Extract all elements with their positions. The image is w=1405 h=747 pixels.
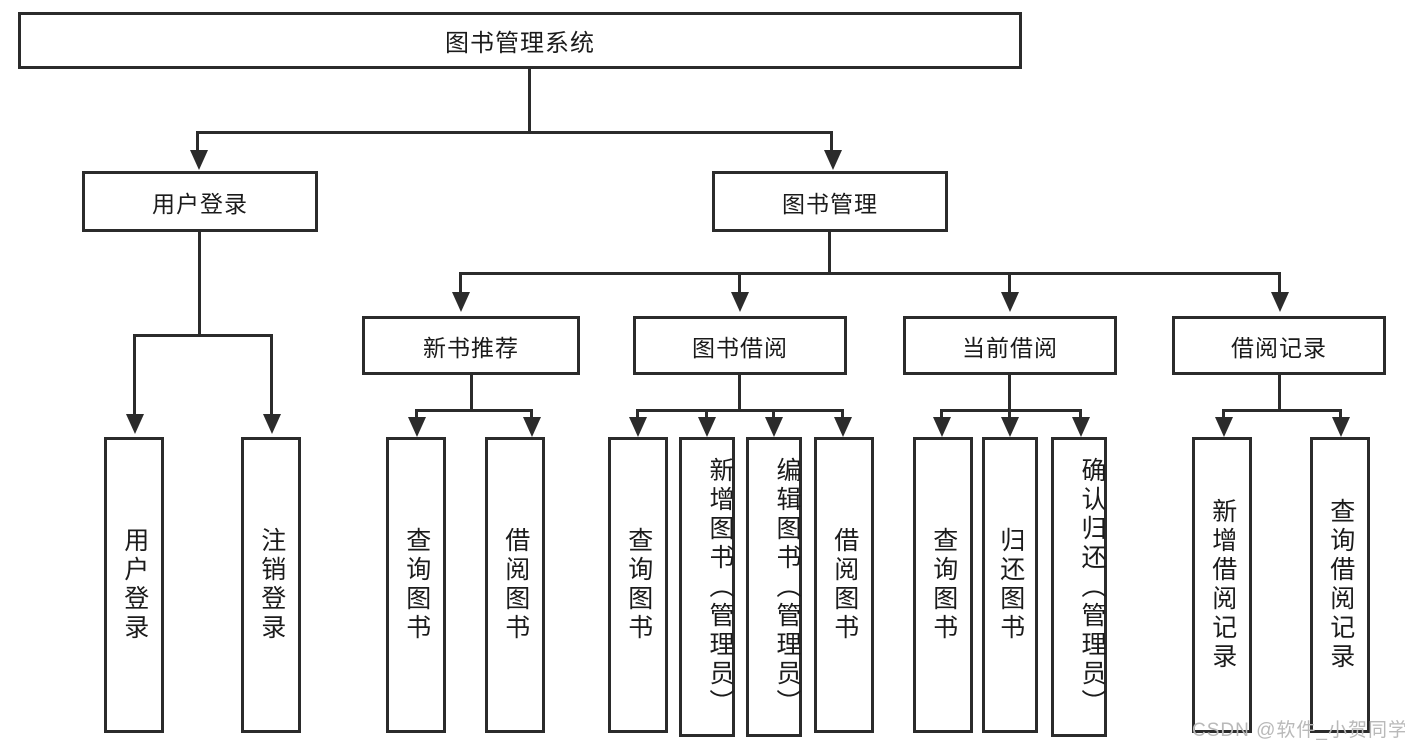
leaf-bb-add-book[interactable]: 新增图书（管理员） <box>679 437 735 737</box>
connector-cb-drop-3 <box>1079 409 1082 421</box>
connector-bb-drop-1 <box>636 409 639 421</box>
leaf-user-login[interactable]: 用户登录 <box>104 437 164 733</box>
leaf-br-add-record[interactable]: 新增借阅记录 <box>1192 437 1252 733</box>
arrow-root-to-user-login <box>190 150 208 170</box>
connector-user-login-bus <box>133 334 273 337</box>
arrow-to-leaf-user-login <box>126 414 144 434</box>
arrow-to-borrow-record <box>1271 292 1289 312</box>
connector-bb-drop-4 <box>841 409 844 421</box>
leaf-cb-return-book-label: 归还图书 <box>996 527 1025 643</box>
arrow-to-current-borrow <box>1001 292 1019 312</box>
connector-br-drop-1 <box>1222 409 1225 421</box>
leaf-bb-borrow-book-label: 借阅图书 <box>830 527 859 643</box>
node-current-borrow-label: 当前借阅 <box>962 334 1058 361</box>
connector-br-bus <box>1222 409 1342 412</box>
leaf-bb-edit-book-label: 编辑图书（管理员） <box>773 456 801 718</box>
arrow-bb-to-query-book <box>629 417 647 437</box>
connector-nbr-stem <box>470 375 473 411</box>
connector-bb-drop-2 <box>705 409 708 421</box>
connector-nbr-drop-1 <box>415 409 418 421</box>
leaf-nbr-query-book-label: 查询图书 <box>402 527 431 643</box>
connector-cb-bus <box>940 409 1082 412</box>
leaf-cb-confirm-return[interactable]: 确认归还（管理员） <box>1051 437 1107 737</box>
node-book-borrow-label: 图书借阅 <box>692 334 788 361</box>
arrow-nbr-to-query-book <box>408 417 426 437</box>
node-book-management-label: 图书管理 <box>782 190 878 217</box>
leaf-cb-query-book[interactable]: 查询图书 <box>913 437 973 733</box>
node-current-borrow[interactable]: 当前借阅 <box>903 316 1117 375</box>
connector-bb-bus <box>636 409 844 412</box>
connector-book-manage-stem <box>828 232 831 274</box>
leaf-nbr-borrow-book[interactable]: 借阅图书 <box>485 437 545 733</box>
connector-bb-stem <box>738 375 741 411</box>
node-user-login[interactable]: 用户登录 <box>82 171 318 232</box>
connector-bb-drop-3 <box>772 409 775 421</box>
leaf-nbr-query-book[interactable]: 查询图书 <box>386 437 446 733</box>
arrow-cb-to-confirm-return <box>1072 417 1090 437</box>
connector-bm-drop-3 <box>1008 272 1011 294</box>
node-borrow-record[interactable]: 借阅记录 <box>1172 316 1386 375</box>
connector-root-drop-2 <box>830 131 833 155</box>
connector-root-drop-1 <box>196 131 199 155</box>
arrow-br-to-query-record <box>1332 417 1350 437</box>
node-book-borrow[interactable]: 图书借阅 <box>633 316 847 375</box>
leaf-bb-query-book-label: 查询图书 <box>624 527 653 643</box>
arrow-bb-to-borrow-book <box>834 417 852 437</box>
node-user-login-label: 用户登录 <box>152 190 248 217</box>
connector-br-stem <box>1278 375 1281 411</box>
leaf-bb-add-book-label: 新增图书（管理员） <box>706 456 734 718</box>
node-root-library-system[interactable]: 图书管理系统 <box>18 12 1022 69</box>
leaf-bb-borrow-book[interactable]: 借阅图书 <box>814 437 874 733</box>
connector-cb-stem <box>1008 375 1011 411</box>
connector-user-login-drop-1 <box>133 334 136 416</box>
arrow-to-new-book-recommend <box>452 292 470 312</box>
leaf-bb-edit-book[interactable]: 编辑图书（管理员） <box>746 437 802 737</box>
node-new-book-recommend-label: 新书推荐 <box>423 334 519 361</box>
connector-bm-drop-1 <box>459 272 462 294</box>
connector-user-login-stem <box>198 232 201 335</box>
leaf-nbr-borrow-book-label: 借阅图书 <box>501 527 530 643</box>
node-new-book-recommend[interactable]: 新书推荐 <box>362 316 580 375</box>
connector-bm-drop-4 <box>1278 272 1281 294</box>
connector-book-manage-bus <box>459 272 1281 275</box>
connector-root-bus <box>196 131 833 134</box>
arrow-br-to-add-record <box>1215 417 1233 437</box>
leaf-user-login-label: 用户登录 <box>120 527 149 643</box>
leaf-br-add-record-label: 新增借阅记录 <box>1208 498 1237 672</box>
node-borrow-record-label: 借阅记录 <box>1231 334 1327 361</box>
leaf-bb-query-book[interactable]: 查询图书 <box>608 437 668 733</box>
arrow-cb-to-query-book <box>933 417 951 437</box>
leaf-br-query-record-label: 查询借阅记录 <box>1326 498 1355 672</box>
leaf-cb-return-book[interactable]: 归还图书 <box>982 437 1038 733</box>
leaf-logout-label: 注销登录 <box>257 527 286 643</box>
leaf-cb-query-book-label: 查询图书 <box>929 527 958 643</box>
connector-user-login-drop-2 <box>270 334 273 416</box>
leaf-br-query-record[interactable]: 查询借阅记录 <box>1310 437 1370 733</box>
connector-cb-drop-2 <box>1008 409 1011 421</box>
arrow-root-to-book-manage <box>824 150 842 170</box>
connector-nbr-bus <box>415 409 533 412</box>
leaf-cb-confirm-return-label: 确认归还（管理员） <box>1078 456 1106 718</box>
arrow-to-book-borrow <box>731 292 749 312</box>
arrow-bb-to-add-book <box>698 417 716 437</box>
connector-nbr-drop-2 <box>530 409 533 421</box>
connector-br-drop-2 <box>1339 409 1342 421</box>
node-root-label: 图书管理系统 <box>445 30 595 57</box>
arrow-bb-to-edit-book <box>765 417 783 437</box>
arrow-to-leaf-logout <box>263 414 281 434</box>
connector-root-stem <box>528 69 531 131</box>
arrow-nbr-to-borrow-book <box>523 417 541 437</box>
connector-cb-drop-1 <box>940 409 943 421</box>
leaf-logout[interactable]: 注销登录 <box>241 437 301 733</box>
arrow-cb-to-return-book <box>1001 417 1019 437</box>
connector-bm-drop-2 <box>738 272 741 294</box>
node-book-management[interactable]: 图书管理 <box>712 171 948 232</box>
